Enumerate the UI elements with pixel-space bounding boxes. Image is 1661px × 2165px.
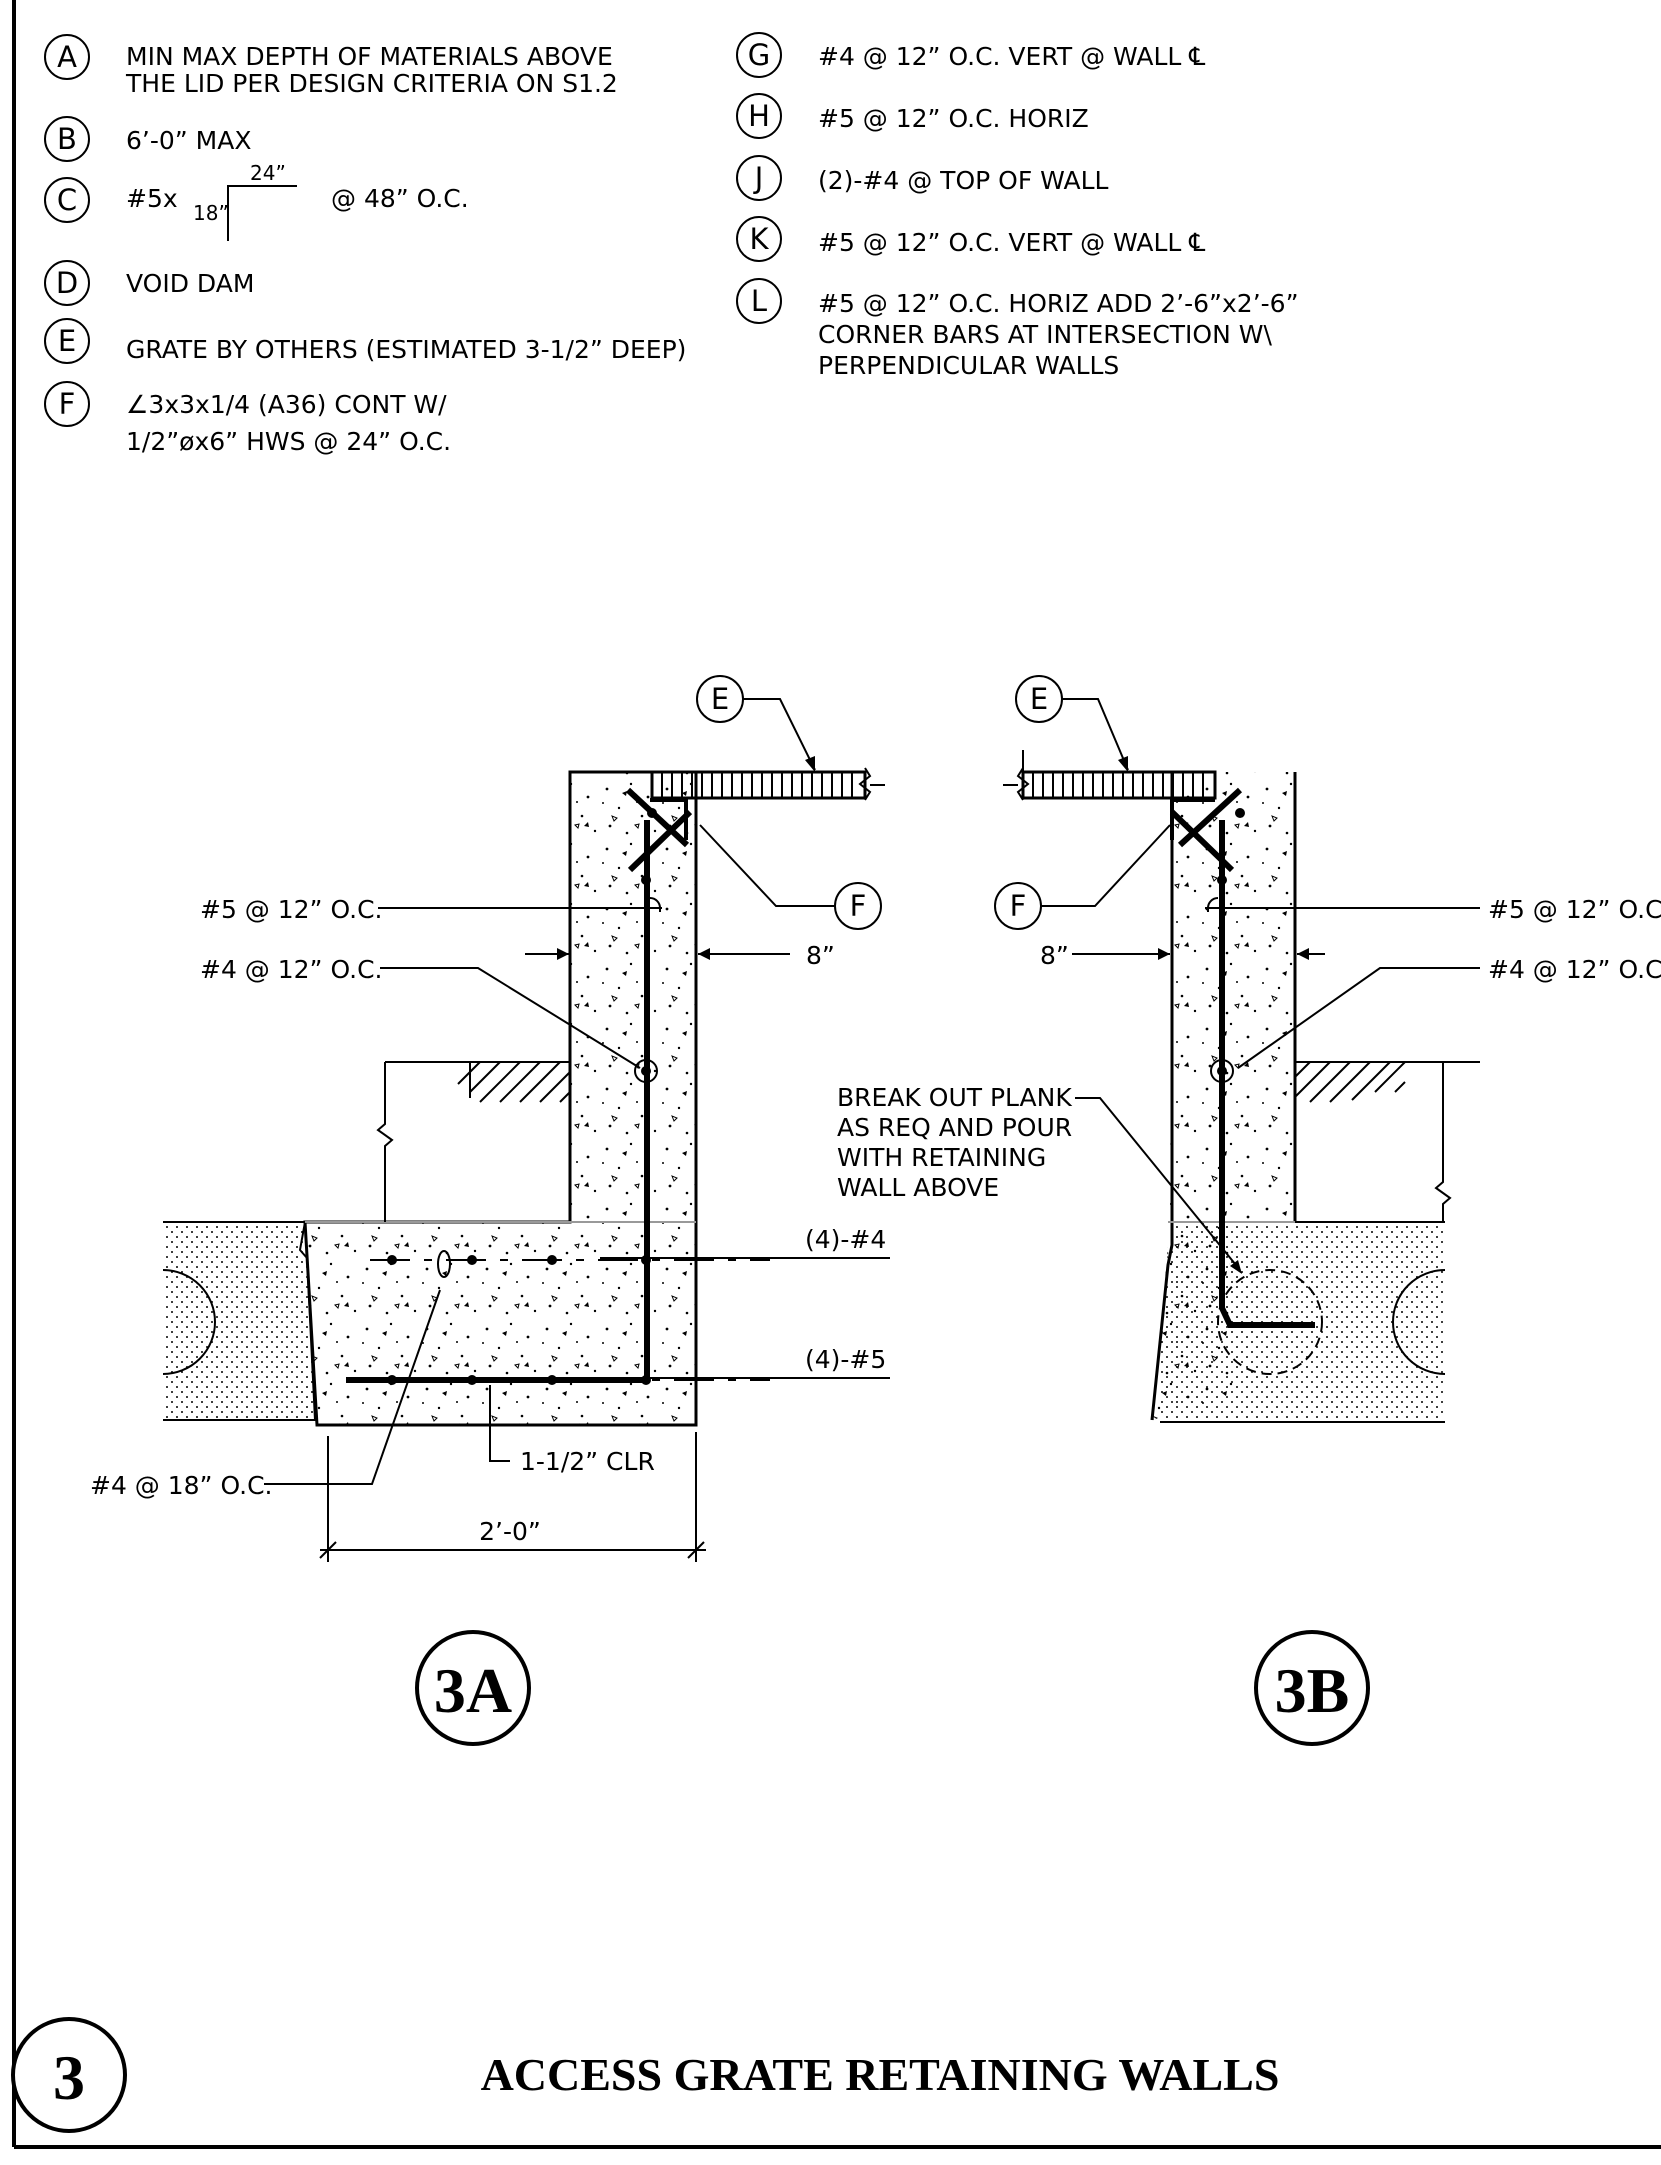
svg-text:VOID DAM: VOID DAM — [126, 269, 254, 298]
svg-text:#5 @ 12” O.C. VERT @ WALL ℄: #5 @ 12” O.C. VERT @ WALL ℄ — [818, 228, 1205, 257]
callout-f: F — [850, 889, 867, 923]
svg-text:1/2”øx6” HWS @ 24” O.C.: 1/2”øx6” HWS @ 24” O.C. — [126, 427, 451, 456]
svg-text:GRATE BY OTHERS (ESTIMATED 3-1: GRATE BY OTHERS (ESTIMATED 3-1/2” DEEP) — [126, 335, 686, 364]
legend-left: A MIN MAX DEPTH OF MATERIALS ABOVE THE L… — [44, 34, 686, 456]
grate — [1003, 750, 1217, 801]
svg-text:PERPENDICULAR WALLS: PERPENDICULAR WALLS — [818, 351, 1119, 380]
svg-text:D: D — [56, 266, 78, 300]
svg-text:18”: 18” — [193, 201, 229, 225]
svg-text:J: J — [753, 161, 764, 195]
svg-text:E: E — [58, 324, 76, 358]
callout-f: F — [1010, 889, 1027, 923]
break-out-note: BREAK OUT PLANK AS REQ AND POUR WITH RET… — [837, 1083, 1242, 1274]
svg-text:#5 @ 12” O.C. HORIZ ADD 2’-6”x: #5 @ 12” O.C. HORIZ ADD 2’-6”x2’-6” — [818, 289, 1299, 318]
bars-upper-label: (4)-#4 — [805, 1225, 886, 1254]
title-block: 3 ACCESS GRATE RETAINING WALLS — [11, 2017, 1280, 2133]
svg-text:#5 @ 12” O.C. HORIZ: #5 @ 12” O.C. HORIZ — [818, 104, 1089, 133]
legend-item-h: H #5 @ 12” O.C. HORIZ — [736, 93, 1089, 139]
leader-bar-vert — [380, 967, 641, 1069]
legend-item-b: B 6’-0” MAX — [44, 116, 251, 162]
rebar-3b — [1169, 787, 1315, 1328]
svg-text:24”: 24” — [250, 161, 286, 185]
svg-text:L: L — [751, 284, 767, 318]
grade-hatch — [376, 1061, 571, 1222]
steel-angle — [1170, 798, 1215, 840]
pipe-void — [162, 1269, 216, 1375]
legend-item-e: E GRATE BY OTHERS (ESTIMATED 3-1/2” DEEP… — [44, 318, 686, 364]
callout-e: E — [711, 682, 729, 716]
legend-item-k: K #5 @ 12” O.C. VERT @ WALL ℄ — [736, 216, 1205, 262]
steel-angle — [650, 798, 688, 840]
svg-text:F: F — [59, 387, 76, 421]
legend-item-l: L #5 @ 12” O.C. HORIZ ADD 2’-6”x2’-6” CO… — [736, 278, 1299, 380]
detail-label-3b: 3B — [1275, 1655, 1350, 1726]
svg-text:(2)-#4 @ TOP OF WALL: (2)-#4 @ TOP OF WALL — [818, 166, 1109, 195]
bar-top-label: #5 @ 12” O.C. — [1488, 895, 1661, 924]
sheet-number: 3 — [53, 2042, 85, 2113]
bar-bend-symbol — [227, 185, 297, 241]
grate — [650, 767, 885, 801]
legend-item-a: A MIN MAX DEPTH OF MATERIALS ABOVE THE L… — [44, 34, 618, 98]
legend-item-g: G #4 @ 12” O.C. VERT @ WALL ℄ — [736, 32, 1205, 78]
bar-vert-label: #4 @ 12” O.C. — [1488, 955, 1661, 984]
svg-text:6’-0” MAX: 6’-0” MAX — [126, 126, 251, 155]
sheet-title: ACCESS GRATE RETAINING WALLS — [481, 2049, 1280, 2100]
legend-item-d: D VOID DAM — [44, 260, 254, 306]
bars-lower-label: (4)-#5 — [805, 1345, 886, 1374]
wall-thk-label: 8” — [1040, 941, 1069, 970]
svg-text:B: B — [57, 122, 77, 156]
detail-3b: #5 @ 12” O.C. #4 @ 12” O.C. 8” E F BREAK… — [837, 675, 1661, 1746]
legend-item-c: C #5x 24” 18” @ 48” O.C. — [44, 161, 469, 241]
wall-thk-label: 8” — [806, 941, 835, 970]
grade-hatch — [1294, 1061, 1480, 1222]
bar-bottom-label: #4 @ 18” O.C. — [90, 1471, 272, 1500]
svg-text:∠3x3x1/4 (A36) CONT W/: ∠3x3x1/4 (A36) CONT W/ — [126, 390, 447, 419]
clear-label: 1-1/2” CLR — [520, 1447, 655, 1476]
break-out-area — [1217, 1269, 1323, 1375]
svg-text:C: C — [57, 183, 77, 217]
svg-text:THE LID PER DESIGN CRITERIA ON: THE LID PER DESIGN CRITERIA ON S1.2 — [125, 69, 618, 98]
legend-item-f: F ∠3x3x1/4 (A36) CONT W/ 1/2”øx6” HWS @ … — [44, 381, 451, 456]
svg-text:G: G — [748, 38, 770, 72]
legend-key: A — [57, 40, 77, 74]
bar-top-label: #5 @ 12” O.C. — [200, 895, 382, 924]
svg-text:K: K — [749, 222, 769, 256]
width-label: 2’-0” — [479, 1517, 541, 1546]
svg-text:CORNER BARS AT INTERSECTION W\: CORNER BARS AT INTERSECTION W\ — [818, 320, 1272, 349]
concrete-wall-footing — [303, 770, 698, 1427]
svg-text:WITH RETAINING: WITH RETAINING — [837, 1143, 1046, 1172]
legend-right: G #4 @ 12” O.C. VERT @ WALL ℄ H #5 @ 12”… — [736, 32, 1299, 380]
soil-block — [162, 1221, 317, 1421]
svg-text:MIN MAX DEPTH OF MATERIALS ABO: MIN MAX DEPTH OF MATERIALS ABOVE — [126, 42, 613, 71]
svg-text:WALL ABOVE: WALL ABOVE — [837, 1173, 999, 1202]
detail-3a: (4)-#4 (4)-#5 #5 @ 12” O.C. #4 @ 12” O.C… — [90, 675, 890, 1746]
svg-text:#5x: #5x — [126, 184, 178, 213]
legend-item-j: J (2)-#4 @ TOP OF WALL — [736, 155, 1109, 201]
svg-text:@ 48” O.C.: @ 48” O.C. — [331, 184, 469, 213]
bar-vert-label: #4 @ 12” O.C. — [200, 955, 382, 984]
callout-e: E — [1030, 682, 1048, 716]
detail-label-3a: 3A — [434, 1655, 512, 1726]
leader-bar-bottom — [264, 1289, 441, 1485]
sheet-border — [12, 0, 1661, 2149]
svg-text:#4 @ 12” O.C. VERT @ WALL ℄: #4 @ 12” O.C. VERT @ WALL ℄ — [818, 42, 1205, 71]
svg-text:BREAK OUT PLANK: BREAK OUT PLANK — [837, 1083, 1072, 1112]
pipe-void — [1392, 1269, 1446, 1375]
svg-text:AS REQ AND POUR: AS REQ AND POUR — [837, 1113, 1072, 1142]
svg-text:H: H — [748, 99, 770, 133]
